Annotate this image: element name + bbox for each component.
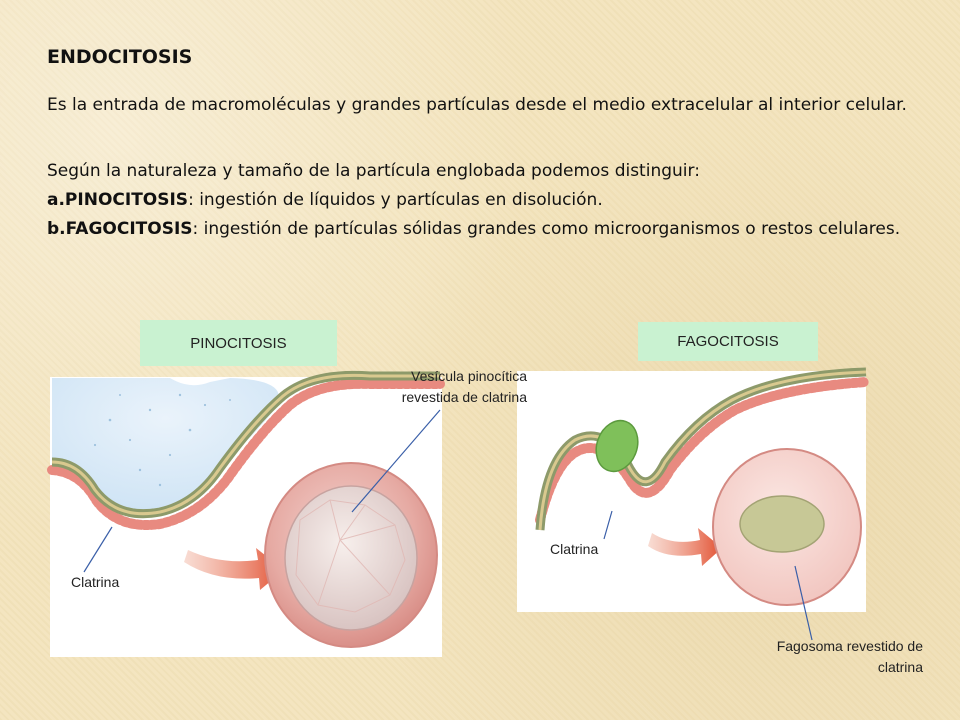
vesicle-pointer (351, 409, 441, 513)
ingested-particle (739, 495, 825, 553)
fagocitosis-heading: FAGOCITOSIS (638, 322, 818, 361)
membrane-core (51, 373, 440, 516)
phagosome-label: Fagosoma revestido de clatrina (776, 638, 923, 675)
clathrin-label-fago: Clatrina (550, 541, 599, 557)
intro-paragraph: Es la entrada de macromoléculas y grande… (47, 95, 907, 115)
transition-arrow-fago (648, 528, 722, 566)
vesicle-lumen (284, 485, 418, 631)
phagosome-pointer (794, 565, 813, 641)
item-a-desc: : ingestión de líquidos y partículas en … (188, 190, 603, 210)
transition-arrow (184, 548, 284, 590)
item-b-desc: : ingestión de partículas sólidas grande… (192, 219, 901, 239)
clathrin-coat (47, 378, 445, 530)
membrane-core-fago (538, 370, 867, 531)
item-fagocitosis: b.FAGOCITOSIS: ingestión de partículas s… (47, 215, 927, 244)
clathrin-pointer-1 (83, 526, 113, 573)
page-title: ENDOCITOSIS (47, 46, 193, 68)
item-a-term: a.PINOCITOSIS (47, 190, 189, 210)
vesicle-label: Vesícula pinocítica revestida de clatrin… (401, 368, 527, 405)
pinocitosis-illustration (47, 370, 445, 648)
microorganism-particle (595, 419, 639, 473)
classification-lead: Según la naturaleza y tamaño de la partí… (47, 161, 700, 181)
item-pinocitosis: a.PINOCITOSIS: ingestión de líquidos y p… (47, 186, 927, 215)
clathrin-coat-fago (535, 377, 871, 525)
fagocitosis-illustration (535, 367, 871, 641)
solute-particles (93, 393, 231, 487)
extracellular-fluid (52, 378, 279, 513)
classification-paragraph: Según la naturaleza y tamaño de la partí… (47, 157, 927, 244)
clathrin-lattice (295, 499, 406, 613)
item-b-term: b.FAGOCITOSIS (47, 219, 193, 239)
clathrin-pointer-2 (603, 510, 613, 540)
pinocitosis-heading: PINOCITOSIS (140, 320, 337, 366)
clathrin-label-pino: Clatrina (71, 574, 120, 590)
